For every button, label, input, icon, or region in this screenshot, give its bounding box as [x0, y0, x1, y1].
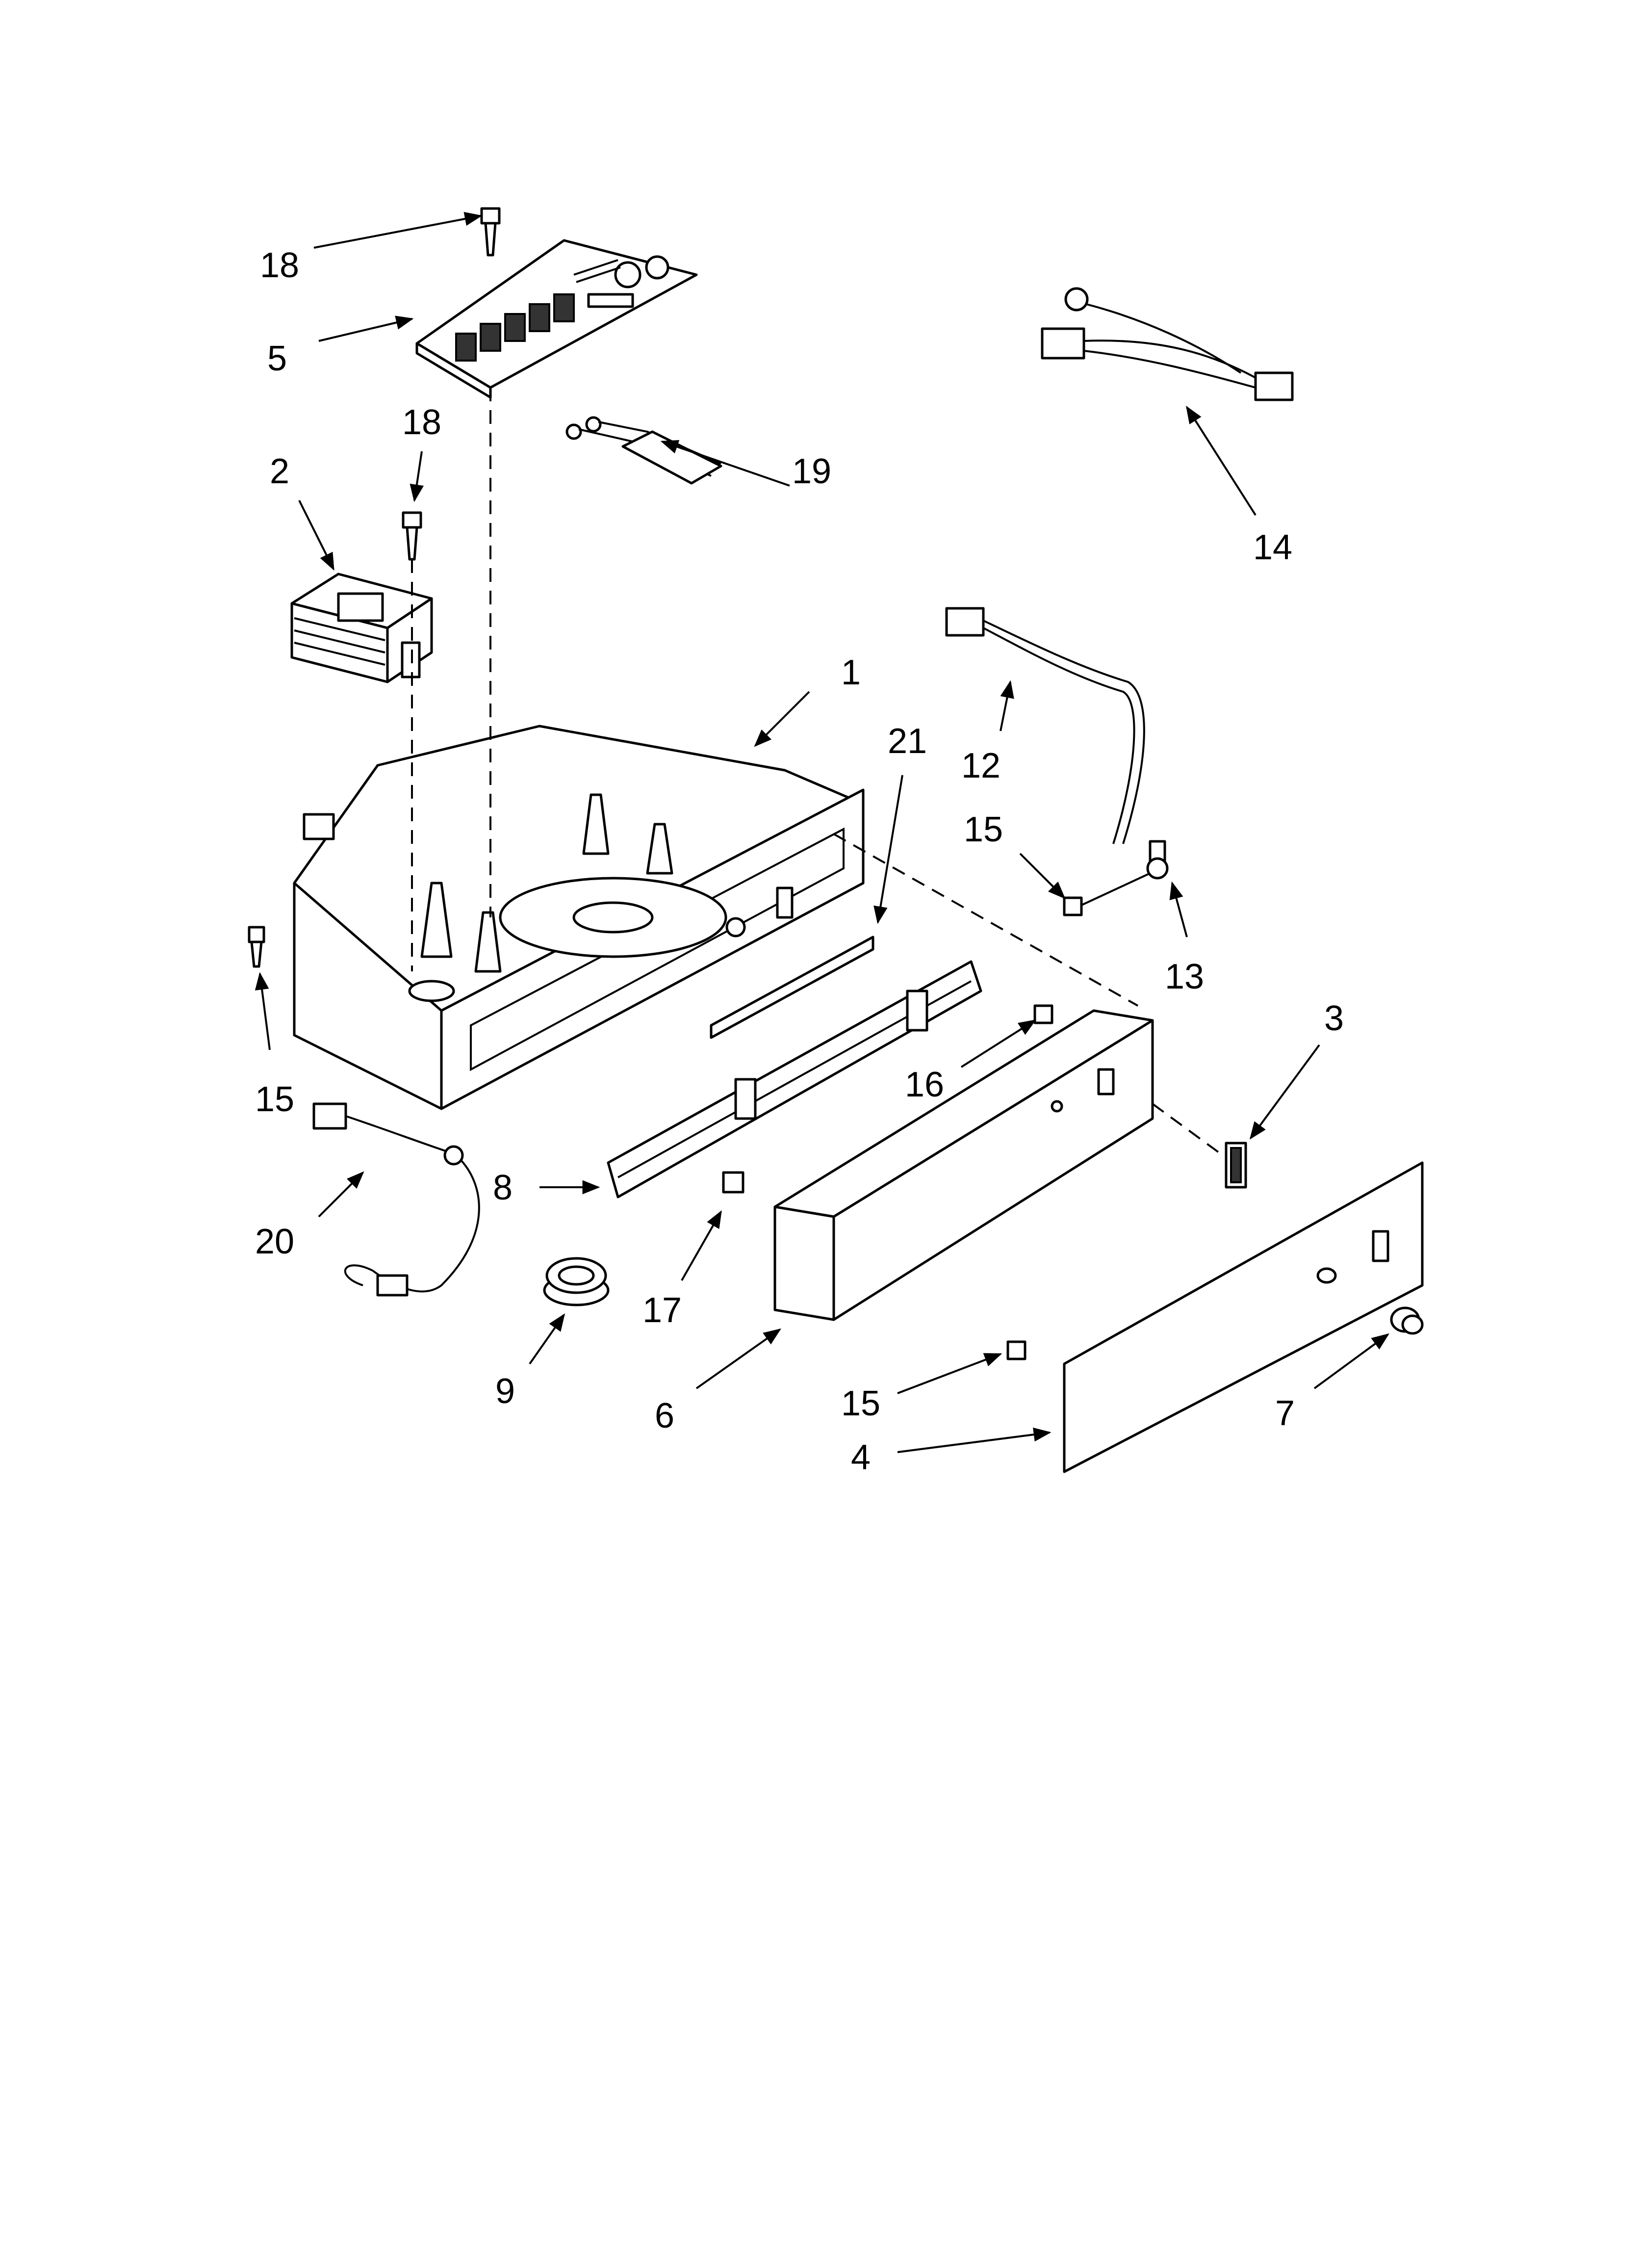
- callout-15-right: 15: [964, 810, 1003, 849]
- callout-5: 5: [267, 339, 287, 378]
- housing-part-1: [293, 725, 865, 1110]
- screw-part-18-top: [480, 207, 501, 257]
- callout-18-top: 18: [260, 246, 299, 285]
- callout-9: 9: [495, 1372, 515, 1411]
- control-panel-part-6: [773, 1009, 1154, 1321]
- screw-part-18-middle: [402, 511, 422, 561]
- bracket-part-8: [607, 960, 982, 1199]
- callout-6: 6: [655, 1396, 674, 1435]
- button-part-7: [1390, 1306, 1424, 1335]
- switch-part-3: [1225, 1142, 1247, 1189]
- clip-part-13: [1146, 840, 1169, 880]
- callout-2: 2: [270, 452, 289, 491]
- callout-15-left: 15: [255, 1080, 294, 1119]
- callout-19: 19: [792, 452, 831, 491]
- callout-8: 8: [493, 1168, 513, 1207]
- callout-4: 4: [851, 1438, 871, 1477]
- screw-part-15-right: [1063, 872, 1151, 916]
- callout-1: 1: [841, 653, 861, 692]
- callout-7: 7: [1275, 1394, 1295, 1433]
- overlay-panel-part-4: [1063, 1161, 1424, 1473]
- wire-harness-part-14: [1041, 287, 1294, 401]
- thermal-fuse-part: [565, 416, 722, 485]
- screw-part-15-bottom: [1006, 1340, 1026, 1360]
- assembly-lines: [411, 388, 1227, 1159]
- callout-20: 20: [255, 1222, 294, 1261]
- grommet-part-9: [543, 1257, 610, 1306]
- screw-part-15-left: [248, 926, 265, 968]
- leader-arrows: [255, 211, 1389, 1453]
- callout-17: 17: [642, 1291, 682, 1330]
- clip-part-17: [722, 1171, 744, 1194]
- callout-16: 16: [905, 1065, 944, 1104]
- callout-21: 21: [888, 722, 927, 761]
- transformer-part: [290, 573, 433, 683]
- control-board-part: [415, 239, 698, 399]
- sensor-wire-part-20: [312, 1102, 480, 1297]
- callout-12: 12: [961, 746, 1001, 785]
- strip-part-21: [710, 936, 874, 1039]
- callout-18-middle: 18: [402, 403, 441, 442]
- callout-13: 13: [1165, 957, 1204, 996]
- callout-15-bottom: 15: [841, 1384, 880, 1423]
- screw-part-16: [1033, 1004, 1053, 1024]
- callout-3: 3: [1324, 999, 1344, 1038]
- wire-part-12: [945, 607, 1145, 844]
- callout-14: 14: [1253, 528, 1292, 567]
